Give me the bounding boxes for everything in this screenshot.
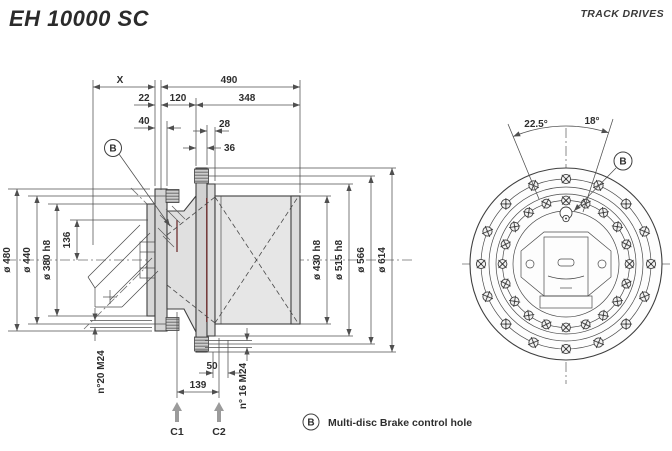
dim-x: X: [117, 75, 124, 86]
left-dimensions: ø 480 ø 440 ø 380 h8 136: [2, 188, 166, 332]
svg-text:B: B: [109, 144, 116, 155]
right-dimensions: ø 430 h8 ø 515 h8 ø 566 ø 614: [206, 167, 396, 353]
ring-480: [495, 193, 637, 335]
dim-dia440: ø 440: [22, 247, 33, 273]
dim-dia566: ø 566: [356, 247, 367, 273]
dim-angle-22-5: 22.5°: [524, 119, 547, 130]
side-view: X 490 22 120 348 40 28: [2, 75, 412, 438]
legend-balloon-b: [302, 413, 320, 431]
dim-dia380: ø 380 h8: [42, 240, 53, 280]
page-title: EH 10000 SC: [9, 6, 150, 31]
motor-adapter-face: [520, 231, 612, 309]
motor-flange: [154, 188, 168, 332]
drum-housing: [214, 195, 301, 325]
drum-end-cap: [290, 195, 301, 325]
label-c1: C1: [170, 426, 184, 438]
housing-neck: [166, 194, 197, 333]
ring-515: [488, 186, 644, 342]
brake-control-hole: [559, 206, 573, 223]
svg-text:B: B: [307, 418, 314, 429]
dim-22: 22: [138, 93, 150, 104]
dim-angle-18: 18°: [584, 116, 599, 127]
dim-490: 490: [221, 75, 238, 86]
hydraulic-motor: [87, 224, 159, 308]
label-c2: C2: [212, 426, 226, 438]
dim-40: 40: [138, 116, 150, 127]
dim-bolts-sprocket: n° 16 M24: [238, 362, 249, 409]
dim-dia515: ø 515 h8: [334, 240, 345, 280]
bottom-dimensions: n°20 M24 n° 16 M24 50 139: [90, 308, 252, 438]
spigot: [206, 183, 216, 337]
legend-text: Multi-disc Brake control hole: [328, 417, 472, 429]
top-dimensions: X 490 22 120 348 40 28: [92, 75, 301, 245]
dim-36: 36: [224, 143, 236, 154]
port-c2: C2: [212, 402, 226, 438]
dim-28: 28: [219, 119, 231, 130]
balloon-b-side: B: [104, 139, 171, 227]
dim-120: 120: [170, 93, 187, 104]
dim-348: 348: [239, 93, 256, 104]
dim-50: 50: [206, 361, 218, 372]
dim-136: 136: [62, 231, 73, 248]
legend: B Multi-disc Brake control hole: [302, 413, 472, 431]
svg-text:B: B: [619, 157, 626, 168]
main-flange: [195, 167, 208, 353]
front-view: 22.5° 18° B: [462, 116, 671, 384]
dim-dia430: ø 430 h8: [312, 240, 323, 280]
input-coupling: [139, 241, 156, 279]
dim-dia480: ø 480: [2, 247, 13, 273]
port-c1: C1: [170, 402, 184, 438]
outer-diameter-circle: [469, 167, 663, 361]
brand-title: TRACK DRIVES: [580, 8, 664, 20]
dim-bolts-motor: n°20 M24: [96, 350, 107, 394]
dim-dia614: ø 614: [377, 247, 388, 273]
gear-cone-line: [214, 196, 299, 324]
balloon-b-front: B: [573, 151, 633, 212]
pilot-ring: [146, 203, 156, 317]
dim-139: 139: [190, 380, 207, 391]
